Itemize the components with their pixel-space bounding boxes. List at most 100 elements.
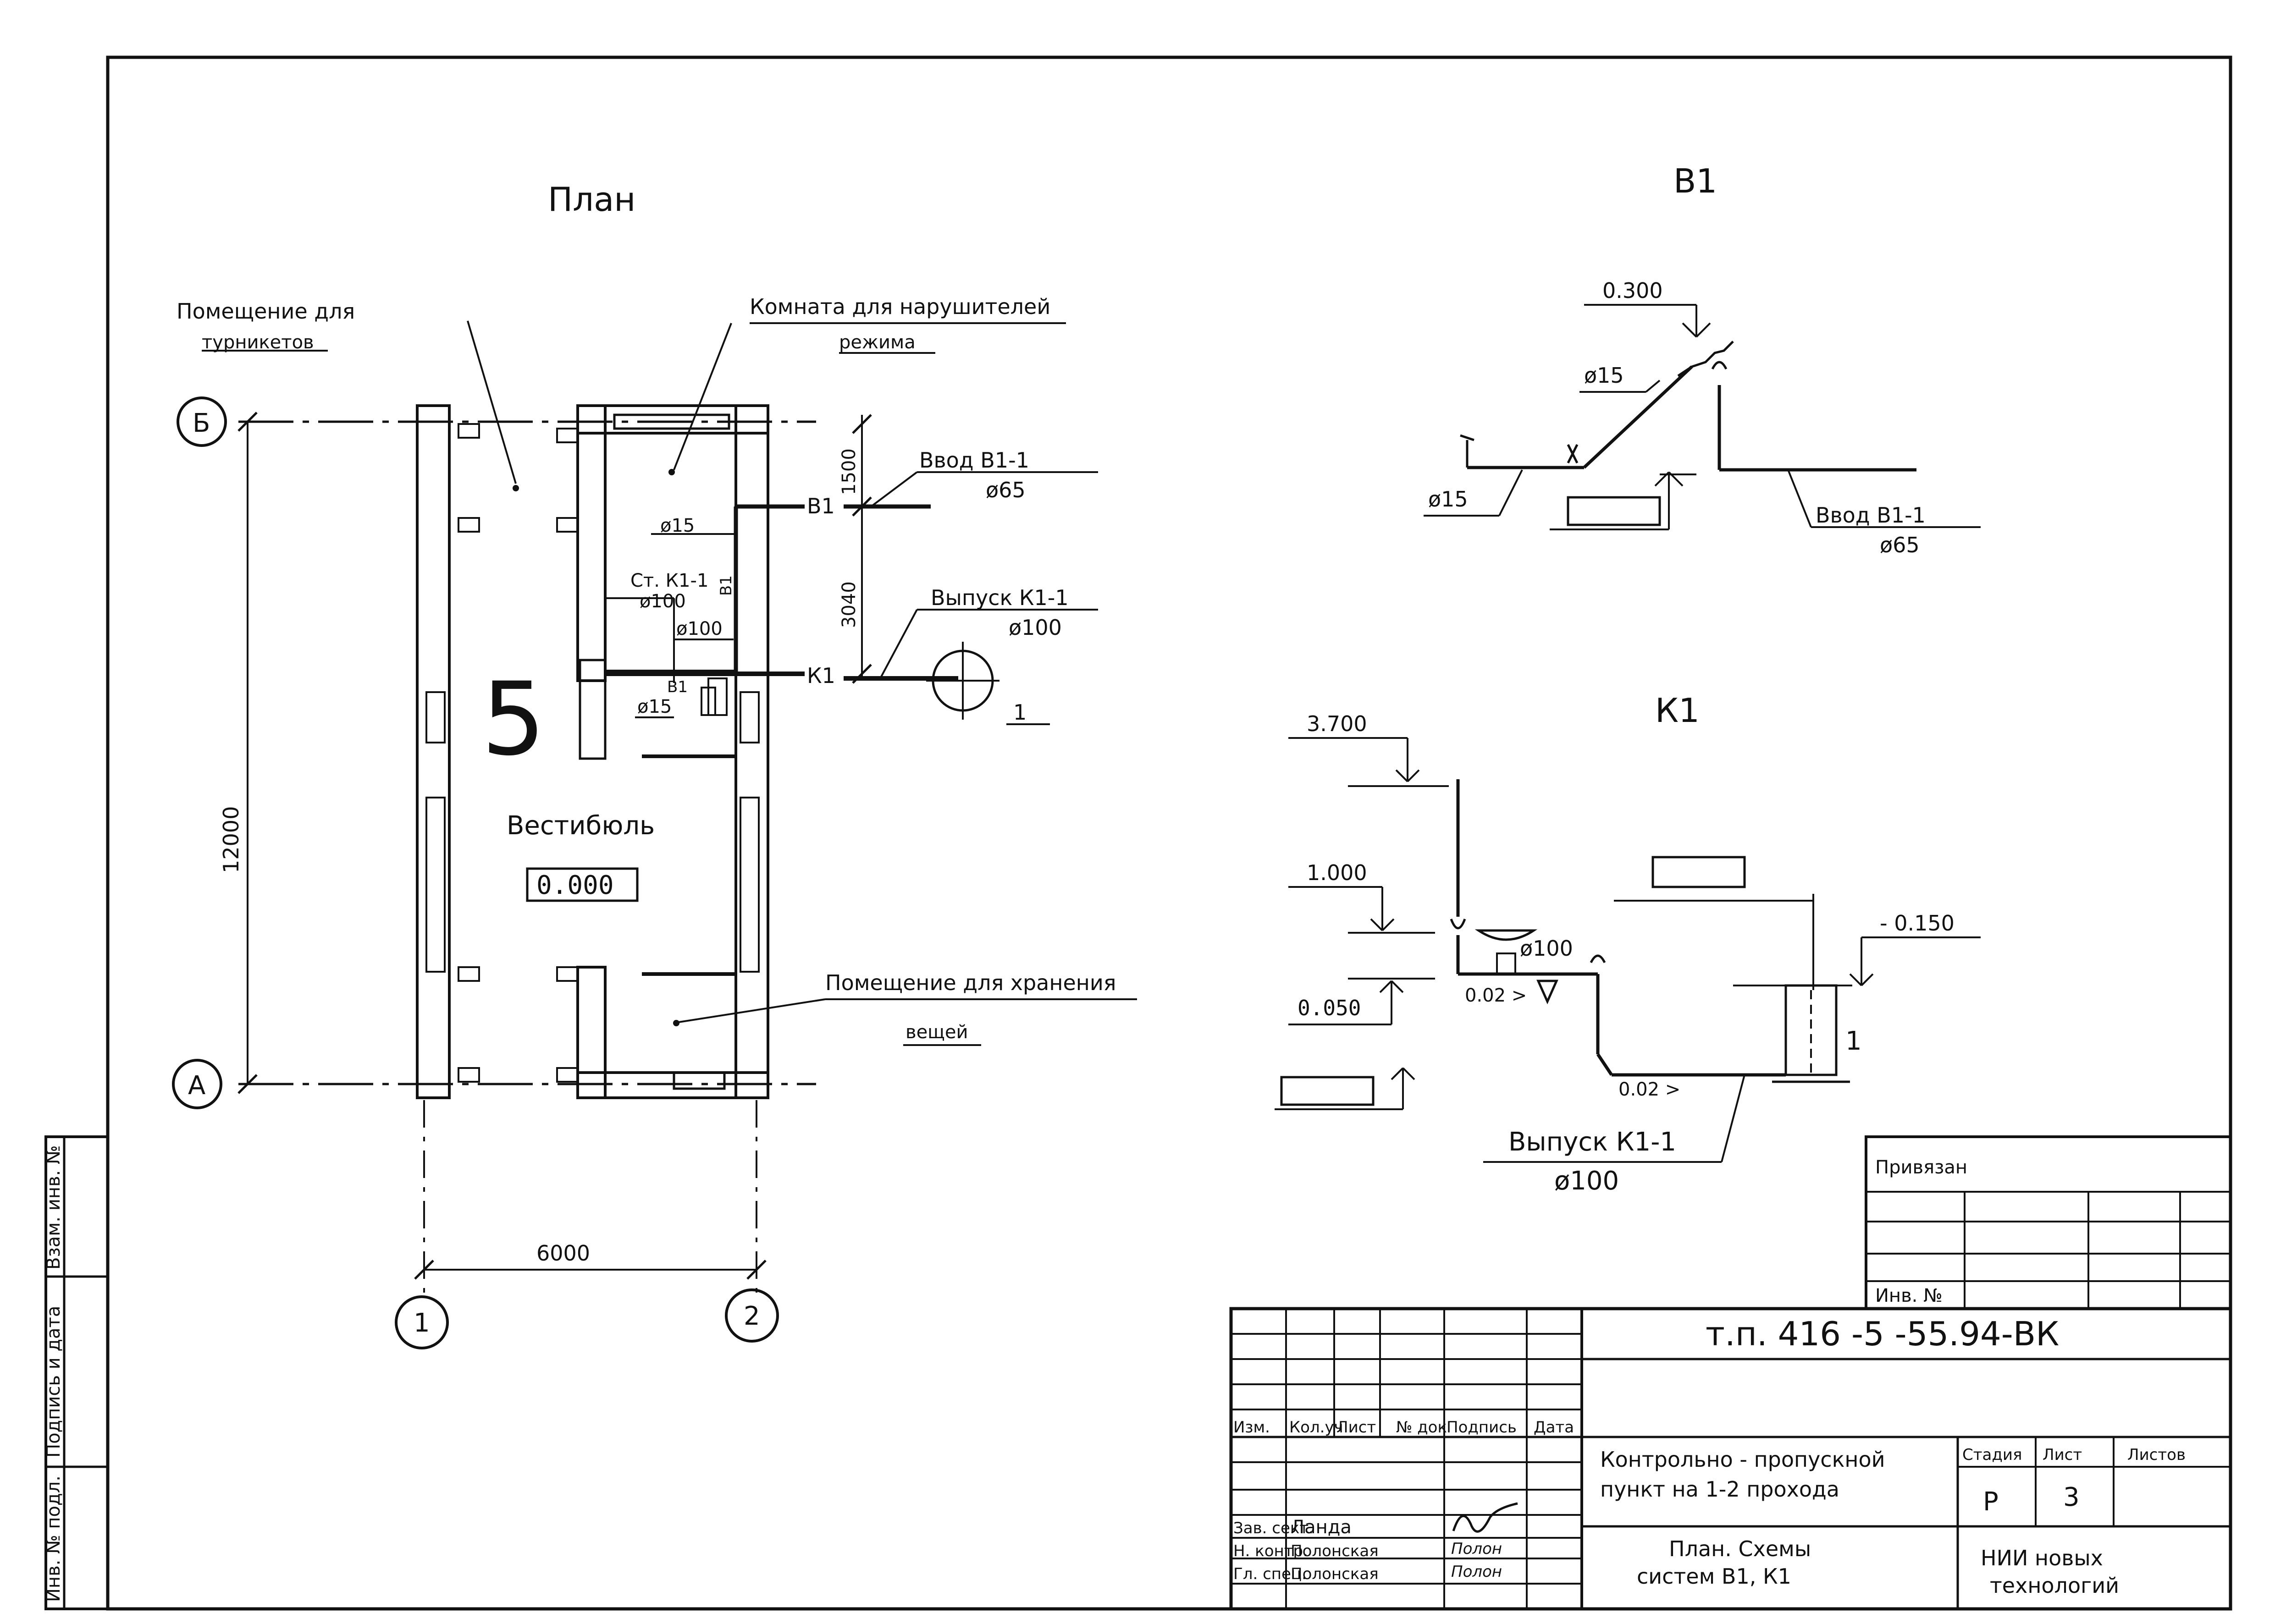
inlet-label: Ввод В1-1 bbox=[919, 448, 1029, 473]
dim-width: 6000 bbox=[414, 1241, 767, 1280]
k1-level-2: 1.000 bbox=[1307, 860, 1367, 885]
svg-text:Полонская: Полонская bbox=[1291, 1542, 1379, 1560]
svg-text:Гл. спец.: Гл. спец. bbox=[1233, 1565, 1307, 1583]
org-name-1: НИИ новых bbox=[1981, 1546, 2103, 1570]
pipe-k1-plan bbox=[605, 609, 1098, 681]
building-walls bbox=[416, 404, 769, 1099]
svg-text:Дата: Дата bbox=[1534, 1418, 1574, 1437]
sheet-frame bbox=[106, 55, 2232, 1611]
manhole-well bbox=[926, 642, 1050, 725]
k1-well-number: 1 bbox=[1845, 1026, 1862, 1056]
storage-room-label: Помещение для хранения вещей bbox=[673, 970, 1137, 1046]
sheet-name-1: План. Схемы bbox=[1669, 1536, 1811, 1561]
object-name-1: Контрольно - пропускной bbox=[1600, 1447, 1885, 1472]
svg-text:Изм.: Изм. bbox=[1233, 1418, 1270, 1437]
svg-text:Зав. сект.: Зав. сект. bbox=[1233, 1519, 1314, 1537]
svg-text:А: А bbox=[188, 1071, 205, 1101]
violators-room-label: Комната для нарушителей режима bbox=[668, 294, 1066, 475]
b1-inlet-label: Ввод В1-1 bbox=[1816, 503, 1926, 528]
sheet-header: Лист bbox=[2043, 1446, 2082, 1464]
svg-text:Подпись: Подпись bbox=[1447, 1418, 1517, 1437]
svg-text:Кол.уч: Кол.уч bbox=[1289, 1418, 1343, 1437]
k1-tag: К1 bbox=[807, 663, 835, 688]
pipe-dia15-b: ø15 bbox=[637, 696, 672, 717]
inlet-callout bbox=[870, 471, 1098, 507]
dim-vertical-segments: 1500 3040 bbox=[839, 414, 872, 684]
floor-plan: План Б А 1 2 bbox=[172, 180, 1137, 1349]
axis-a-bubble: А bbox=[172, 1059, 222, 1109]
outlet-label: Выпуск К1-1 bbox=[931, 585, 1069, 610]
stack-label: Ст. К1-1 bbox=[630, 570, 708, 591]
svg-text:Н. контр.: Н. контр. bbox=[1233, 1542, 1308, 1560]
k1-level-1: 3.700 bbox=[1307, 711, 1367, 736]
b1-inlet-dia: ø65 bbox=[1880, 533, 1920, 557]
k1-pipe bbox=[1450, 779, 1786, 1077]
stack-dia: ø100 bbox=[640, 591, 686, 612]
pipe-dia100-b: ø100 bbox=[676, 618, 723, 639]
object-name-2: пункт на 1-2 прохода bbox=[1600, 1477, 1839, 1502]
axis-2-bubble: 2 bbox=[725, 1288, 779, 1343]
title-block-headers: Изм. Кол.уч Лист № док Подпись Дата bbox=[1233, 1418, 1574, 1437]
k1-level-4: - 0.150 bbox=[1880, 911, 1955, 936]
pipe-dia15-a: ø15 bbox=[660, 515, 695, 536]
k1-slope-2: 0.02 > bbox=[1618, 1079, 1680, 1100]
signer-row: Н. контр. Полонская Полон bbox=[1233, 1540, 1502, 1560]
svg-text:Полон: Полон bbox=[1451, 1540, 1502, 1558]
axis-b-bubble: Б bbox=[177, 396, 227, 447]
svg-text:турникетов: турникетов bbox=[202, 332, 314, 353]
floor-level-mark: 0.000 bbox=[526, 867, 639, 902]
svg-text:1500: 1500 bbox=[839, 448, 860, 495]
svg-text:Комната для нарушителей: Комната для нарушителей bbox=[750, 294, 1050, 319]
bound-inv: Инв. № bbox=[1875, 1285, 1943, 1306]
bound-block: Привязан Инв. № bbox=[1865, 1135, 2232, 1310]
turnstile-room-label: Помещение для турникетов bbox=[177, 299, 519, 491]
b1-dia-top: ø15 bbox=[1584, 363, 1624, 388]
doc-code: т.п. 416 -5 -55.94-ВК bbox=[1706, 1315, 2059, 1353]
svg-text:6000: 6000 bbox=[536, 1241, 590, 1266]
svg-text:0.000: 0.000 bbox=[536, 870, 614, 900]
title-block: Изм. Кол.уч Лист № док Подпись Дата Зав.… bbox=[1229, 1307, 2232, 1611]
svg-text:вещей: вещей bbox=[906, 1022, 968, 1043]
svg-text:Полонская: Полонская bbox=[1291, 1565, 1379, 1583]
org-name-2: технологий bbox=[1990, 1573, 2119, 1598]
axis-1-bubble: 1 bbox=[395, 1295, 449, 1349]
k1-scheme: К1 3.700 1.000 0.050 bbox=[1275, 691, 1981, 1196]
svg-text:Б: Б bbox=[193, 408, 210, 438]
k1-dia: ø100 bbox=[1520, 936, 1573, 961]
stage-header: Стадия bbox=[1962, 1446, 2022, 1464]
svg-text:2: 2 bbox=[744, 1301, 760, 1331]
sheets-header: Листов bbox=[2127, 1446, 2186, 1464]
svg-text:12000: 12000 bbox=[219, 806, 243, 873]
vestibule-label: Вестибюль bbox=[507, 811, 655, 841]
b1-pipe bbox=[1460, 341, 1916, 472]
svg-text:Помещение для хранения: Помещение для хранения bbox=[825, 970, 1116, 995]
svg-text:1: 1 bbox=[414, 1308, 430, 1338]
b1-level-mark bbox=[1584, 304, 1711, 338]
side-stamp-inv-orig: Инв. № подл. bbox=[43, 1475, 64, 1602]
side-stamp-inv-instead: Взам. инв. № bbox=[43, 1145, 64, 1270]
k1-outlet-label: Выпуск К1-1 bbox=[1508, 1127, 1676, 1157]
b1-ground-level bbox=[1550, 471, 1696, 530]
svg-text:3040: 3040 bbox=[839, 581, 860, 628]
k1-slope-1: 0.02 > bbox=[1465, 985, 1527, 1006]
k1-outlet-dia: ø100 bbox=[1554, 1166, 1619, 1196]
well-number: 1 bbox=[1013, 700, 1027, 725]
svg-text:Полон: Полон bbox=[1451, 1563, 1502, 1581]
b1-scheme: В1 0.300 ø15 ø15 bbox=[1424, 162, 1981, 557]
stage-value: Р bbox=[1983, 1487, 1999, 1517]
k1-level-3: 0.050 bbox=[1298, 996, 1361, 1020]
stair-mark: 5 bbox=[481, 661, 546, 778]
b1-title: В1 bbox=[1673, 162, 1717, 200]
b1-tag: В1 bbox=[807, 494, 835, 518]
svg-text:Помещение для: Помещение для bbox=[177, 299, 355, 324]
b1-dia-left: ø15 bbox=[1428, 487, 1468, 512]
signature-mark bbox=[1452, 1502, 1518, 1533]
svg-text:режима: режима bbox=[839, 332, 916, 353]
plan-title: План bbox=[548, 180, 635, 219]
sheet-name-2: систем В1, К1 bbox=[1637, 1564, 1791, 1589]
side-stamp: Инв. № подл. Подпись и дата Взам. инв. № bbox=[43, 1135, 109, 1610]
signer-row: Гл. спец. Полонская Полон bbox=[1233, 1563, 1502, 1583]
inlet-dia: ø65 bbox=[986, 478, 1026, 502]
outlet-dia: ø100 bbox=[1009, 615, 1062, 640]
